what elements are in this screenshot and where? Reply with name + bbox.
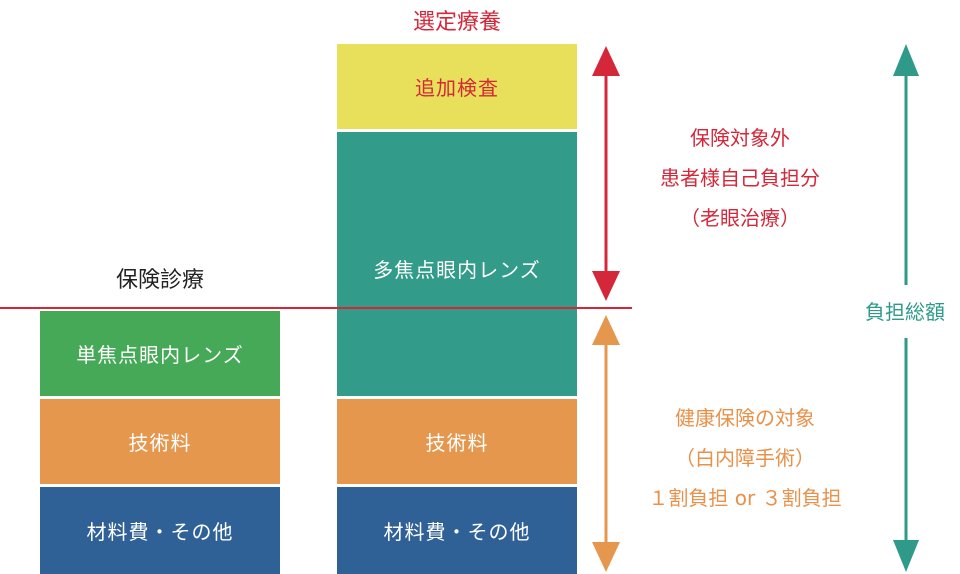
self-pay-line-2: 患者様自己負担分	[660, 166, 820, 190]
left-technical-fee-label: 技術料	[128, 431, 192, 455]
covered-range-arrow	[592, 315, 620, 572]
covered-line-2: （白内障手術）	[675, 446, 815, 470]
monofocal-lens-label: 単焦点眼内レンズ	[76, 343, 244, 367]
right-materials-block: 材料費・その他	[337, 487, 577, 574]
additional-test-label: 追加検査	[415, 76, 499, 100]
self-pay-range-arrow	[592, 46, 620, 301]
self-pay-line-1: 保険対象外	[690, 126, 790, 150]
right-materials-label: 材料費・その他	[383, 520, 531, 544]
covered-line-1: 健康保険の対象	[675, 406, 815, 430]
additional-test-block: 追加検査	[337, 44, 577, 129]
monofocal-lens-block: 単焦点眼内レンズ	[40, 311, 280, 396]
total-range-arrow	[893, 44, 919, 572]
covered-annotation: 健康保険の対象 （白内障手術） １割負担 or ３割負担	[620, 398, 870, 518]
elective-treatment-heading: 選定療養	[412, 10, 501, 35]
self-pay-annotation: 保険対象外 患者様自己負担分 （老眼治療）	[630, 118, 850, 238]
multifocal-lens-label: 多焦点眼内レンズ	[373, 257, 541, 282]
total-cost-label: 負担総額	[865, 300, 945, 324]
self-pay-line-3: （老眼治療）	[680, 206, 800, 230]
insurance-treatment-heading: 保険診療	[115, 268, 204, 293]
left-technical-fee-block: 技術料	[40, 399, 280, 484]
right-technical-fee-block: 技術料	[337, 399, 577, 484]
right-technical-fee-label: 技術料	[425, 431, 489, 455]
covered-line-3: １割負担 or ３割負担	[648, 486, 842, 510]
left-materials-block: 材料費・その他	[40, 487, 280, 574]
multifocal-lens-block: 多焦点眼内レンズ	[337, 132, 577, 396]
left-materials-label: 材料費・その他	[86, 520, 234, 544]
